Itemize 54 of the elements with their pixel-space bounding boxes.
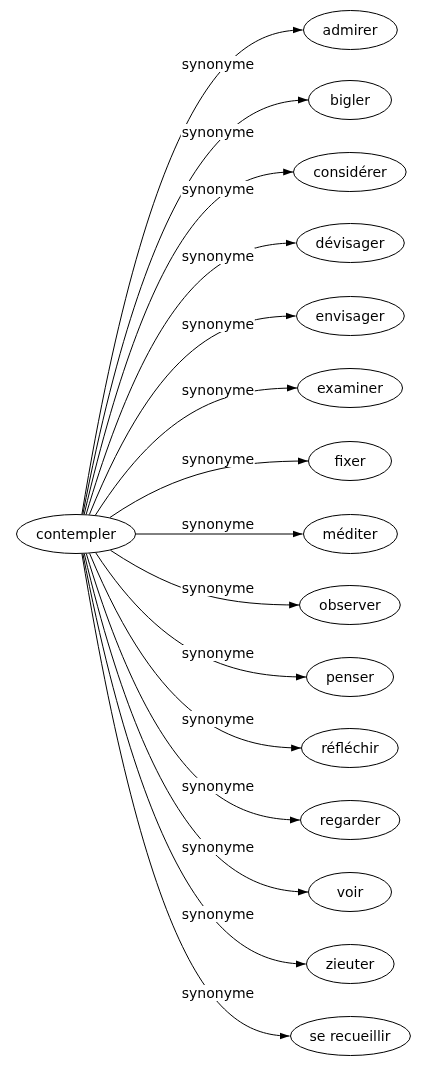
- ellipse-node: [301, 728, 399, 768]
- node-label: regarder: [319, 812, 381, 828]
- ellipse-node: [297, 368, 403, 408]
- arrow: [85, 553, 301, 824]
- ellipse-node: [302, 10, 398, 50]
- arrow: [109, 457, 309, 518]
- edge-label: synonyme: [180, 180, 256, 197]
- ellipse-node: [305, 657, 394, 697]
- edge-label: synonyme: [180, 247, 256, 264]
- node-label: admirer: [322, 22, 378, 38]
- node-label: méditer: [322, 526, 378, 542]
- node-label: fixer: [334, 453, 366, 469]
- node-label: contempler: [36, 526, 116, 542]
- arrow: [81, 553, 291, 1039]
- node-label: penser: [325, 669, 374, 685]
- node-label: bigler: [330, 92, 370, 108]
- node-label: voir: [336, 884, 364, 900]
- arrow: [82, 553, 307, 967]
- edge-label: synonyme: [180, 838, 256, 855]
- ellipse-node: [16, 514, 136, 554]
- ellipse-node: [299, 800, 401, 840]
- ellipse-node: [308, 872, 392, 912]
- node-label: considérer: [313, 164, 387, 180]
- edge-label: synonyme: [180, 123, 256, 140]
- arrow: [83, 553, 309, 895]
- edge-label: synonyme: [180, 644, 256, 661]
- edge-label: synonyme: [180, 905, 256, 922]
- ellipse-node: [295, 296, 405, 336]
- ellipse-node: [302, 514, 398, 554]
- edge-label: synonyme: [180, 710, 256, 727]
- node-label: observer: [319, 597, 381, 613]
- arrow: [85, 239, 297, 515]
- edge-label: synonyme: [180, 56, 256, 73]
- arrow: [81, 27, 304, 515]
- ellipse-node: [308, 441, 392, 481]
- ellipse-node: [299, 585, 401, 625]
- arrow: [88, 312, 297, 515]
- node-label: examiner: [317, 380, 383, 396]
- arrow: [82, 97, 309, 515]
- ellipse-node: [305, 944, 395, 984]
- ellipse-node: [295, 223, 405, 263]
- node-label: envisager: [315, 308, 385, 324]
- ellipse-node: [289, 1016, 411, 1056]
- node-label: réfléchir: [321, 740, 379, 756]
- node-label: se recueillir: [309, 1028, 391, 1044]
- edge-label: synonyme: [180, 777, 256, 794]
- node-label: zieuter: [325, 956, 375, 972]
- ellipse-node: [308, 80, 392, 120]
- arrow: [89, 553, 302, 752]
- ellipse-node: [293, 152, 407, 192]
- arrow: [135, 530, 304, 538]
- edge-label: synonyme: [180, 984, 256, 1001]
- node-label: dévisager: [315, 235, 385, 251]
- arrow: [83, 169, 294, 515]
